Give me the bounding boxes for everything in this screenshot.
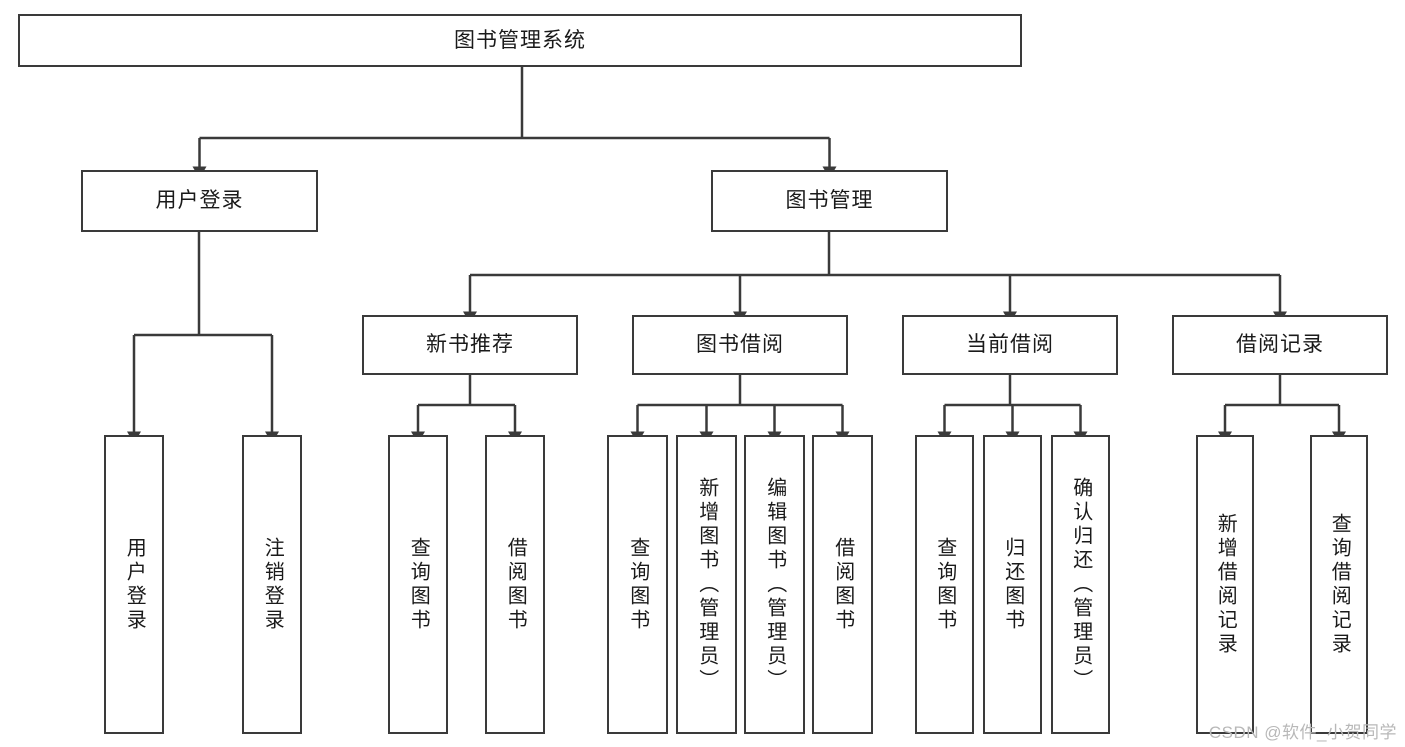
edge-layer [127, 67, 1346, 444]
node-label: 查询图书 [933, 536, 956, 633]
node-label: 确认归还（管理员） [1069, 476, 1092, 693]
node-label: 借阅记录 [1236, 333, 1324, 357]
node-label: 编辑图书（管理员） [763, 476, 786, 693]
node-leaf-borrow-1[interactable]: 查询图书 [607, 435, 668, 734]
node-bookmgmt[interactable]: 图书管理 [711, 170, 948, 232]
node-label: 查询图书 [626, 536, 649, 633]
node-leaf-cur-2[interactable]: 归还图书 [983, 435, 1042, 734]
node-leaf-login-1[interactable]: 用户登录 [104, 435, 164, 734]
node-current[interactable]: 当前借阅 [902, 315, 1118, 375]
node-leaf-cur-1[interactable]: 查询图书 [915, 435, 974, 734]
node-label: 用户登录 [155, 189, 244, 213]
node-label: 查询借阅记录 [1328, 512, 1351, 657]
node-leaf-login-2[interactable]: 注销登录 [242, 435, 302, 734]
node-leaf-borrow-3[interactable]: 编辑图书（管理员） [744, 435, 805, 734]
node-label: 注销登录 [261, 536, 284, 633]
node-root[interactable]: 图书管理系统 [18, 14, 1022, 67]
node-label: 当前借阅 [966, 333, 1054, 357]
node-label: 新书推荐 [426, 333, 514, 357]
node-leaf-new-1[interactable]: 查询图书 [388, 435, 448, 734]
node-leaf-rec-2[interactable]: 查询借阅记录 [1310, 435, 1368, 734]
node-label: 归还图书 [1001, 536, 1024, 633]
node-label: 图书借阅 [696, 333, 784, 357]
node-leaf-rec-1[interactable]: 新增借阅记录 [1196, 435, 1254, 734]
node-records[interactable]: 借阅记录 [1172, 315, 1388, 375]
node-leaf-new-2[interactable]: 借阅图书 [485, 435, 545, 734]
node-label: 新增借阅记录 [1214, 512, 1237, 657]
node-newbook[interactable]: 新书推荐 [362, 315, 578, 375]
node-borrow[interactable]: 图书借阅 [632, 315, 848, 375]
node-leaf-borrow-4[interactable]: 借阅图书 [812, 435, 873, 734]
node-leaf-cur-3[interactable]: 确认归还（管理员） [1051, 435, 1110, 734]
node-label: 图书管理 [785, 189, 874, 213]
node-label: 用户登录 [123, 536, 146, 633]
node-label: 借阅图书 [831, 536, 854, 633]
node-label: 查询图书 [407, 536, 430, 633]
node-label: 图书管理系统 [454, 28, 586, 52]
node-login[interactable]: 用户登录 [81, 170, 318, 232]
node-label: 借阅图书 [504, 536, 527, 633]
node-label: 新增图书（管理员） [695, 476, 718, 693]
node-leaf-borrow-2[interactable]: 新增图书（管理员） [676, 435, 737, 734]
